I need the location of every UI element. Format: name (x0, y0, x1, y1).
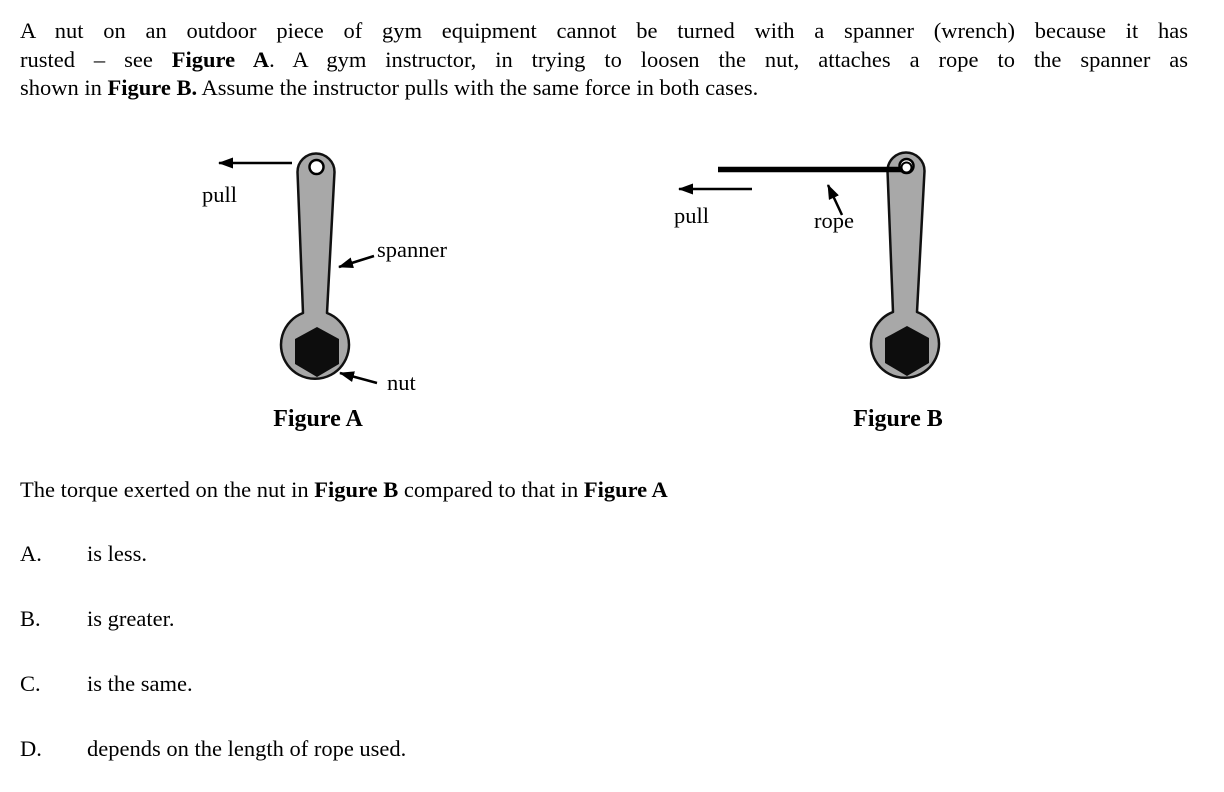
spanner-pointer-arrow (338, 254, 375, 269)
figure-b-caption: Figure B (853, 406, 943, 432)
option-b-text: is greater. (87, 606, 175, 631)
option-a-text: is less. (87, 541, 148, 566)
intro-paragraph: A nut on an outdoor piece of gym equipme… (20, 17, 1188, 103)
figure-a-pull-label: pull (202, 182, 238, 207)
spanner-hole-a (308, 158, 325, 176)
figure-b-rope-label: rope (814, 208, 854, 233)
spanner-b (869, 151, 941, 380)
option-b: B. is greater. (20, 606, 175, 631)
figure-a-spanner-label: spanner (377, 237, 447, 262)
figure-b-pull-label: pull (674, 203, 710, 228)
paragraph-line-1: A nut on an outdoor piece of gym equipme… (20, 18, 1188, 43)
option-d: D. depends on the length of rope used. (20, 736, 407, 761)
option-a-letter: A. (20, 541, 42, 566)
question-stem: The torque exerted on the nut in Figure … (20, 477, 668, 502)
figure-a-caption: Figure A (273, 406, 363, 432)
spanner-body-a (279, 152, 351, 380)
paragraph-line-2: rusted – see Figure A. A gym instructor,… (20, 46, 1188, 72)
figure-a-nut-label: nut (387, 370, 416, 395)
option-d-text: depends on the length of rope used. (87, 736, 407, 761)
paragraph-line-3: shown in Figure B. Assume the instructor… (20, 75, 759, 100)
option-d-letter: D. (20, 736, 42, 761)
option-c: C. is the same. (20, 671, 193, 696)
spanner-hole-b (900, 161, 913, 174)
spanner-a (279, 152, 351, 380)
nut-hexagon-a (295, 327, 339, 377)
option-c-text: is the same. (87, 671, 193, 696)
option-b-letter: B. (20, 606, 41, 631)
option-a: A. is less. (20, 541, 148, 566)
option-c-letter: C. (20, 671, 41, 696)
nut-pointer-arrow (339, 371, 378, 385)
rope-pointer-arrow (826, 184, 844, 216)
